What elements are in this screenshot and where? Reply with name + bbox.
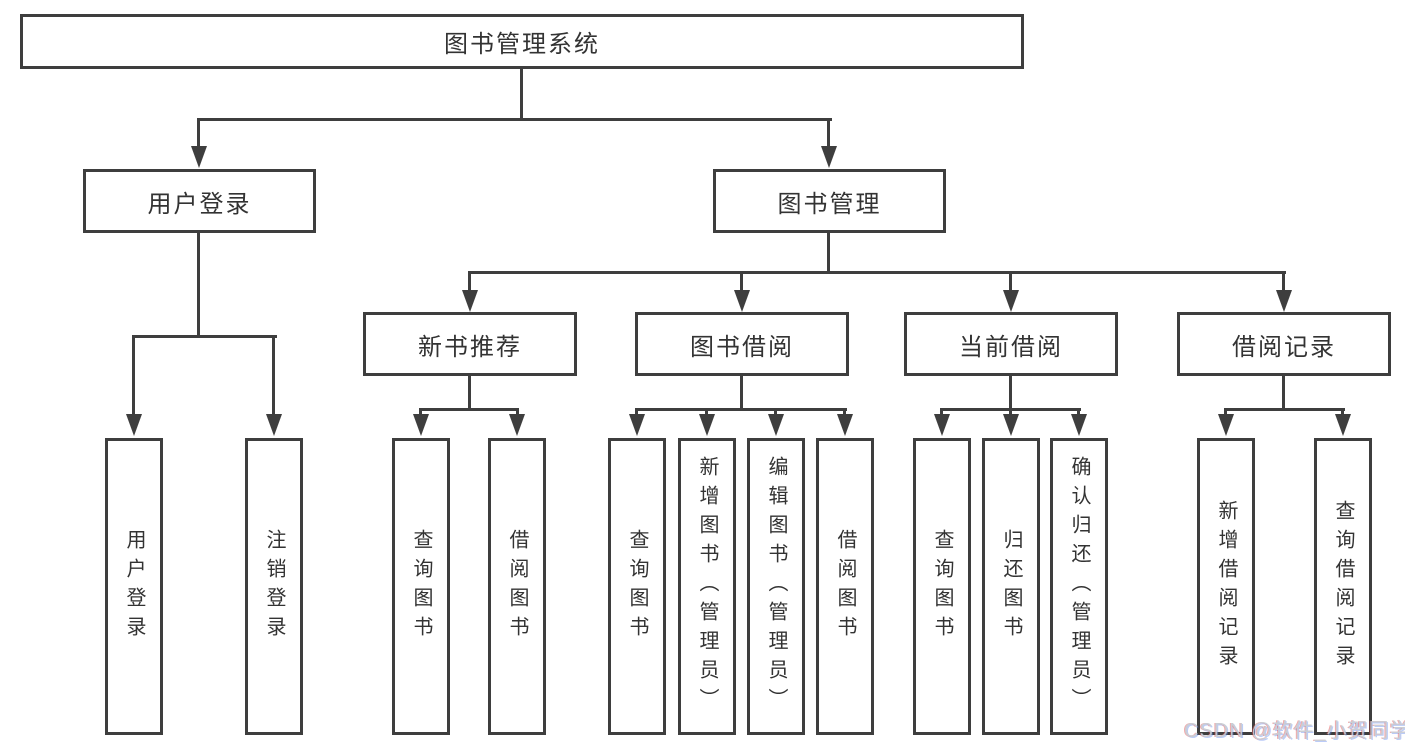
leaf-bb-edit-books-admin: 编辑图书（管理员）	[747, 438, 805, 735]
leaf-label: 借阅图书	[834, 528, 856, 645]
connector-arrow-cb2	[1009, 408, 1012, 417]
connector-user-stem	[197, 233, 200, 337]
connector-l1-branch	[197, 118, 832, 121]
leaf-bb-borrow-books: 借阅图书	[816, 438, 874, 735]
leaf-label: 查询图书	[410, 528, 432, 645]
connector-arrow-br-stem	[1282, 271, 1285, 291]
arrowhead-br-add	[1218, 414, 1234, 436]
leaf-cb-confirm-return-admin: 确认归还（管理员）	[1050, 438, 1108, 735]
csdn-watermark: CSDN @软件_小贺同学	[1184, 720, 1405, 742]
leaf-user-login: 用户登录	[105, 438, 163, 735]
leaf-cb-return-books: 归还图书	[982, 438, 1040, 735]
arrowhead-br-query	[1335, 414, 1351, 436]
arrowhead-cb-confirm	[1071, 414, 1087, 436]
node-new-book-rec: 新书推荐	[363, 312, 577, 376]
connector-rec-branch	[419, 408, 519, 411]
connector-user-branch	[132, 335, 277, 338]
connector-arrow-user-stem	[197, 118, 200, 148]
connector-arrow-mgmt-stem	[827, 118, 830, 148]
connector-arrow-br2	[1341, 408, 1344, 417]
arrowhead-current-borrow	[1003, 290, 1019, 312]
arrowhead-user-login	[191, 146, 207, 168]
leaf-rec-query-books: 查询图书	[392, 438, 450, 735]
connector-root-stem	[520, 69, 523, 119]
node-current-borrow: 当前借阅	[904, 312, 1118, 376]
leaf-label: 新增借阅记录	[1215, 499, 1237, 674]
leaf-logout: 注销登录	[245, 438, 303, 735]
node-root: 图书管理系统	[20, 14, 1024, 69]
arrowhead-new-book-rec	[462, 290, 478, 312]
connector-arrow-cb3	[1077, 408, 1080, 417]
leaf-label: 查询图书	[931, 528, 953, 645]
connector-l3-branch	[468, 271, 1286, 274]
connector-br-stem	[1282, 376, 1285, 410]
connector-arrow-br1	[1224, 408, 1227, 417]
arrowhead-leaf-login	[126, 414, 142, 436]
leaf-label: 确认归还（管理员）	[1068, 456, 1090, 717]
connector-arrow-rec1	[419, 408, 422, 417]
leaf-br-add-record: 新增借阅记录	[1197, 438, 1255, 735]
connector-bb-branch	[635, 408, 847, 411]
connector-arrow-bb4	[843, 408, 846, 417]
arrowhead-bb-edit	[768, 414, 784, 436]
arrowhead-book-mgmt	[821, 146, 837, 168]
node-book-mgmt: 图书管理	[713, 169, 946, 233]
connector-arrow-leaf-logout	[272, 335, 275, 416]
node-user-login: 用户登录	[83, 169, 316, 233]
leaf-label: 归还图书	[1000, 528, 1022, 645]
connector-br-branch	[1224, 408, 1345, 411]
leaf-label: 借阅图书	[506, 528, 528, 645]
node-borrow-record: 借阅记录	[1177, 312, 1391, 376]
leaf-br-query-record: 查询借阅记录	[1314, 438, 1372, 735]
arrowhead-leaf-logout	[266, 414, 282, 436]
connector-arrow-bb1	[635, 408, 638, 417]
connector-arrow-bb2	[705, 408, 708, 417]
arrowhead-rec-query	[413, 414, 429, 436]
node-book-borrow: 图书借阅	[635, 312, 849, 376]
arrowhead-cb-query	[934, 414, 950, 436]
connector-arrow-cb-stem	[1009, 271, 1012, 291]
arrowhead-bb-query	[629, 414, 645, 436]
leaf-label: 用户登录	[123, 528, 145, 645]
connector-mgmt-stem	[827, 233, 830, 273]
leaf-bb-query-books: 查询图书	[608, 438, 666, 735]
connector-arrow-bb-stem	[740, 271, 743, 291]
leaf-label: 查询图书	[626, 528, 648, 645]
leaf-cb-query-books: 查询图书	[913, 438, 971, 735]
leaf-bb-add-books-admin: 新增图书（管理员）	[678, 438, 736, 735]
connector-arrow-cb1	[940, 408, 943, 417]
arrowhead-book-borrow	[734, 290, 750, 312]
leaf-rec-borrow-books: 借阅图书	[488, 438, 546, 735]
arrowhead-bb-borrow	[837, 414, 853, 436]
leaf-label: 新增图书（管理员）	[696, 456, 718, 717]
arrowhead-rec-borrow	[509, 414, 525, 436]
connector-arrow-bb3	[774, 408, 777, 417]
connector-arrow-rec2	[516, 408, 519, 417]
connector-cb-stem	[1009, 376, 1012, 410]
arrowhead-cb-return	[1003, 414, 1019, 436]
arrowhead-borrow-record	[1276, 290, 1292, 312]
connector-arrow-rec-stem	[468, 271, 471, 291]
leaf-label: 注销登录	[263, 528, 285, 645]
connector-bb-stem	[740, 376, 743, 410]
arrowhead-bb-add	[699, 414, 715, 436]
connector-rec-stem	[468, 376, 471, 410]
connector-arrow-leaf-login	[132, 335, 135, 416]
leaf-label: 查询借阅记录	[1332, 499, 1354, 674]
leaf-label: 编辑图书（管理员）	[765, 456, 787, 717]
